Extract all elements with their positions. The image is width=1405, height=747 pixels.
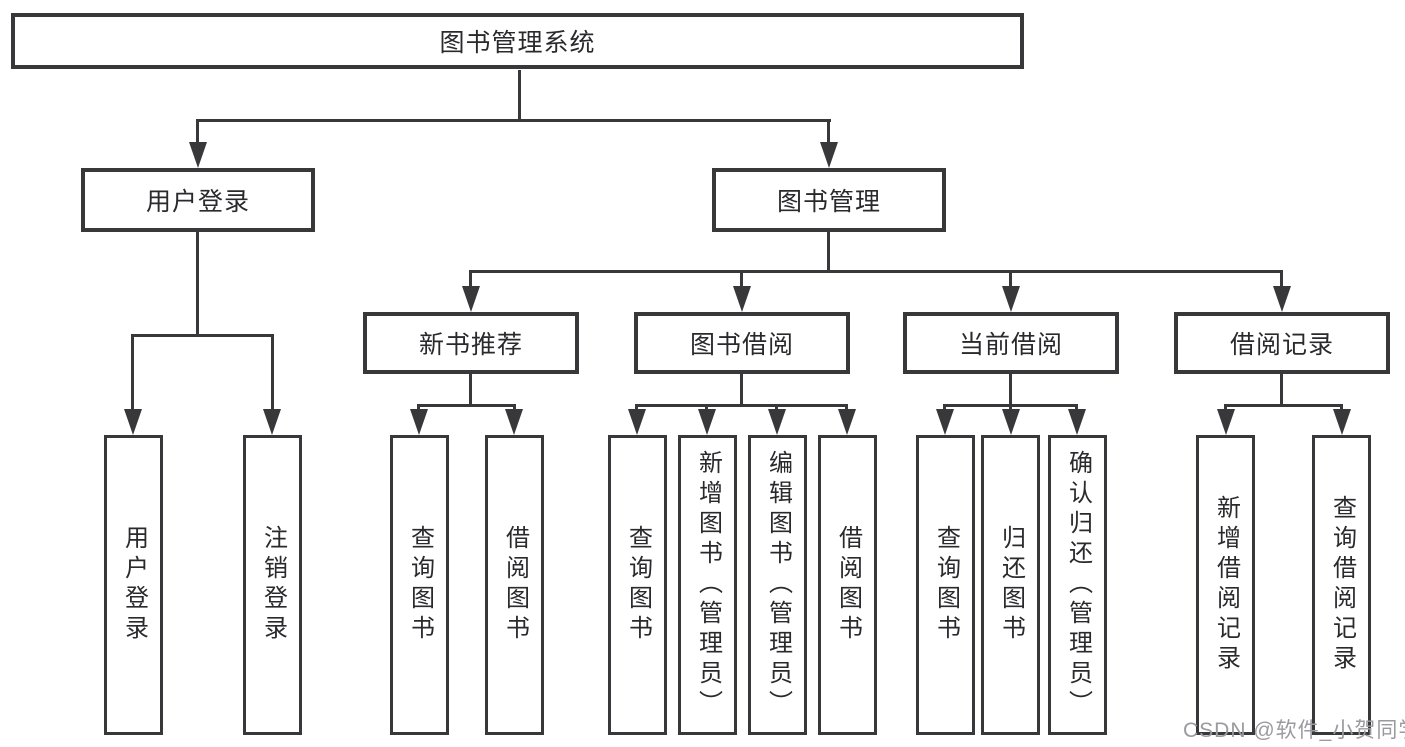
arrowhead-down-icon <box>628 409 646 435</box>
connector-line <box>1009 270 1012 292</box>
leaf-return-books: 归还图书 <box>981 435 1040 735</box>
arrowhead-down-icon <box>768 409 786 435</box>
arrowhead-down-icon <box>263 409 281 435</box>
arrowhead-down-icon <box>1002 286 1020 312</box>
connector-line <box>518 70 521 122</box>
connector-line <box>131 334 274 337</box>
node-book-borrowing: 图书借阅 <box>634 312 850 374</box>
connector-line <box>271 334 274 414</box>
leaf-add-book-admin: 新增图书（管理员） <box>678 435 737 735</box>
node-user-login: 用户登录 <box>81 168 315 232</box>
arrowhead-down-icon <box>698 409 716 435</box>
leaf-borrow-books-recommend: 借阅图书 <box>485 435 544 735</box>
node-book-management: 图书管理 <box>712 168 946 232</box>
connector-line <box>196 119 199 147</box>
connector-line <box>1224 404 1343 407</box>
leaf-user-login: 用户登录 <box>104 435 163 735</box>
node-current-borrowing: 当前借阅 <box>903 312 1119 374</box>
leaf-add-borrow-record: 新增借阅记录 <box>1196 435 1255 735</box>
arrowhead-down-icon <box>1217 409 1235 435</box>
connector-line <box>196 232 199 336</box>
connector-line <box>196 119 831 122</box>
connector-line <box>827 119 830 147</box>
leaf-borrow-books-borrowing: 借阅图书 <box>818 435 877 735</box>
arrowhead-down-icon <box>462 286 480 312</box>
connector-line <box>740 270 743 292</box>
connector-line <box>635 404 848 407</box>
connector-line <box>1280 270 1283 292</box>
leaf-query-borrow-record: 查询借阅记录 <box>1312 435 1371 735</box>
connector-line <box>469 374 472 406</box>
leaf-edit-book-admin: 编辑图书（管理员） <box>748 435 807 735</box>
node-borrowing-records: 借阅记录 <box>1174 312 1390 374</box>
connector-line <box>469 270 472 292</box>
leaf-query-books-recommend: 查询图书 <box>390 435 449 735</box>
arrowhead-down-icon <box>733 286 751 312</box>
arrowhead-down-icon <box>1273 286 1291 312</box>
connector-line <box>417 404 516 407</box>
arrowhead-down-icon <box>1002 409 1020 435</box>
node-new-book-recommend: 新书推荐 <box>363 312 579 374</box>
arrowhead-down-icon <box>820 142 838 168</box>
connector-line <box>131 334 134 414</box>
leaf-query-books-borrowing: 查询图书 <box>608 435 667 735</box>
connector-line <box>740 374 743 406</box>
arrowhead-down-icon <box>410 409 428 435</box>
csdn-watermark: CSDN @软件_小贺同学 <box>1183 719 1405 742</box>
arrowhead-down-icon <box>1068 409 1086 435</box>
arrowhead-down-icon <box>189 142 207 168</box>
node-root: 图书管理系统 <box>11 13 1024 69</box>
arrowhead-down-icon <box>838 409 856 435</box>
arrowhead-down-icon <box>936 409 954 435</box>
arrowhead-down-icon <box>505 409 523 435</box>
leaf-query-books-current: 查询图书 <box>916 435 975 735</box>
leaf-confirm-return-admin: 确认归还（管理员） <box>1048 435 1107 735</box>
connector-line <box>1009 374 1012 406</box>
arrowhead-down-icon <box>124 409 142 435</box>
arrowhead-down-icon <box>1333 409 1351 435</box>
connector-line <box>469 270 1283 273</box>
connector-line <box>827 232 830 273</box>
leaf-logout: 注销登录 <box>243 435 302 735</box>
connector-line <box>1280 374 1283 406</box>
